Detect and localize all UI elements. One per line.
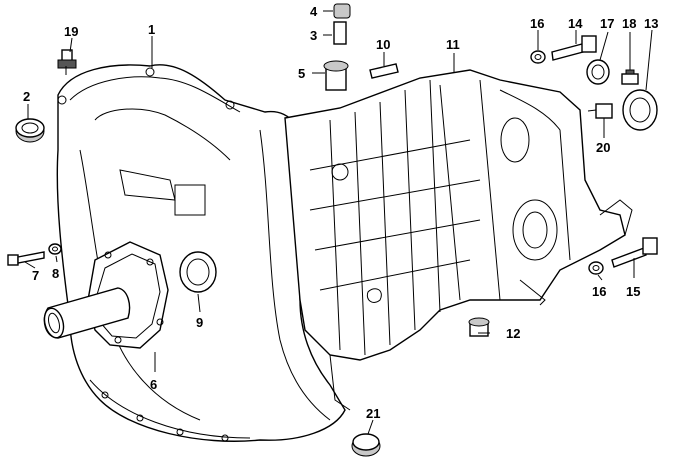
callout-6: 6 bbox=[150, 377, 157, 392]
callout-14: 14 bbox=[568, 16, 583, 31]
bushing-5 bbox=[323, 60, 349, 91]
callout-21: 21 bbox=[366, 406, 380, 421]
callout-18: 18 bbox=[622, 16, 636, 31]
sensor-19 bbox=[57, 49, 77, 75]
callout-15: 15 bbox=[626, 284, 640, 299]
bolt-7 bbox=[7, 251, 45, 266]
callout-1: 1 bbox=[148, 22, 155, 37]
callout-11: 11 bbox=[446, 37, 460, 52]
dowel-10 bbox=[369, 63, 399, 79]
callout-3: 3 bbox=[310, 28, 317, 43]
callout-19: 19 bbox=[64, 24, 78, 39]
callout-8: 8 bbox=[52, 266, 59, 281]
gearbox-case bbox=[284, 69, 633, 411]
callout-10: 10 bbox=[376, 37, 390, 52]
input-shaft-cover bbox=[43, 241, 169, 349]
callout-13: 13 bbox=[644, 16, 658, 31]
seal-17 bbox=[586, 59, 610, 85]
callout-16-top: 16 bbox=[530, 16, 544, 31]
callout-12: 12 bbox=[506, 326, 520, 341]
fill-plug-21 bbox=[351, 433, 381, 457]
seal-ring-9 bbox=[179, 251, 217, 293]
rear-seal-13 bbox=[622, 89, 658, 131]
callout-9: 9 bbox=[196, 315, 203, 330]
callout-5: 5 bbox=[298, 66, 305, 81]
bolt-14 bbox=[551, 35, 597, 61]
washer-16-bottom bbox=[588, 261, 604, 275]
callout-16-bottom: 16 bbox=[592, 284, 606, 299]
switch-18 bbox=[621, 69, 639, 85]
callout-20: 20 bbox=[596, 140, 610, 155]
leader-lines bbox=[24, 10, 653, 435]
cap-4 bbox=[333, 3, 351, 19]
pin-3 bbox=[333, 21, 347, 45]
callout-7: 7 bbox=[32, 268, 39, 283]
washer-8 bbox=[48, 243, 62, 255]
seal-plug-2 bbox=[15, 118, 45, 143]
callout-labels: 1 2 3 4 5 6 7 8 9 10 11 12 13 14 15 16 1… bbox=[23, 4, 658, 421]
washer-16-top bbox=[530, 50, 546, 64]
callout-2: 2 bbox=[23, 89, 30, 104]
callout-17: 17 bbox=[600, 16, 614, 31]
callout-4: 4 bbox=[310, 4, 318, 19]
bolt-15 bbox=[611, 237, 658, 268]
plug-20 bbox=[587, 103, 613, 119]
